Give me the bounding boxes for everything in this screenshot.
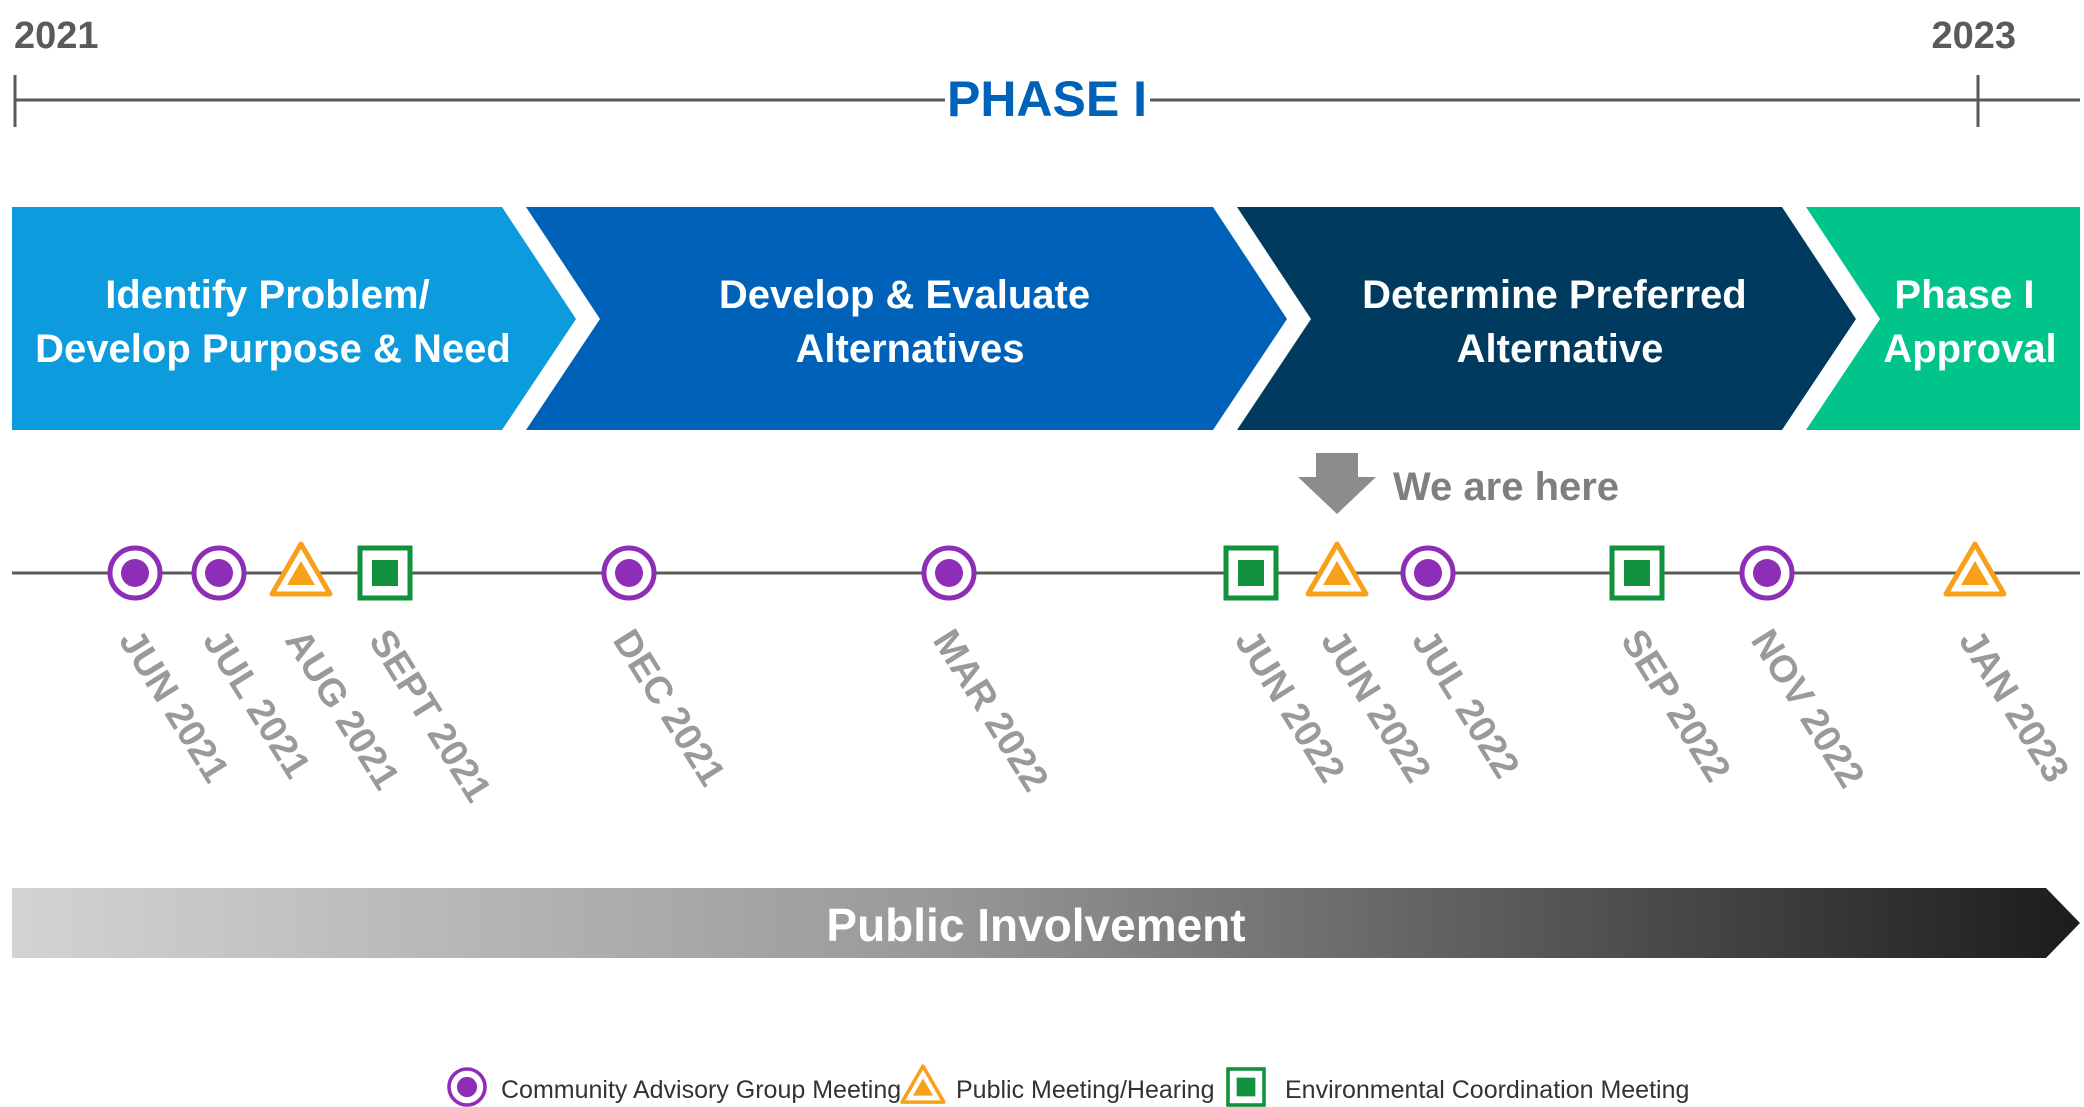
- legend-label: Community Advisory Group Meeting: [501, 1076, 901, 1104]
- community-advisory-icon: [107, 545, 163, 601]
- stage-label: Determine Preferred Alternative: [1362, 273, 1758, 371]
- legend-item: Public Meeting/Hearing: [900, 1064, 1214, 1104]
- phase-title: PHASE I: [947, 71, 1147, 127]
- stage-chevron: [1237, 207, 1856, 430]
- community-advisory-icon: [191, 545, 247, 601]
- you-are-here-marker: We are here: [1298, 453, 1619, 514]
- stage-chevron: [12, 207, 576, 430]
- public-meeting-icon: [269, 541, 333, 597]
- legend: Community Advisory Group Meeting Public M…: [447, 1064, 1689, 1107]
- legend-item: Community Advisory Group Meeting: [447, 1067, 901, 1107]
- milestone: JAN 2023: [1943, 541, 2077, 790]
- community-advisory-icon: [447, 1067, 487, 1107]
- milestone: DEC 2021: [601, 545, 733, 794]
- community-advisory-icon: [601, 545, 657, 601]
- public-involvement-arrow: [12, 888, 2080, 958]
- public-involvement-label: Public Involvement: [826, 899, 1245, 951]
- you-are-here-label: We are here: [1393, 465, 1619, 509]
- community-advisory-icon: [1400, 545, 1456, 601]
- stage-chevron: [1806, 207, 2080, 430]
- public-involvement-bar: Public Involvement: [12, 888, 2080, 958]
- milestone: NOV 2022: [1739, 545, 1872, 796]
- community-advisory-icon: [1739, 545, 1795, 601]
- stage-label: Phase I Approval: [1883, 273, 2056, 371]
- milestone-date-label: NOV 2022: [1742, 623, 1872, 796]
- legend-label: Public Meeting/Hearing: [956, 1076, 1214, 1104]
- milestone: MAR 2022: [921, 545, 1056, 799]
- stage-chevron: [526, 207, 1287, 430]
- year-rule: 2021 2023 PHASE I: [13, 15, 2080, 127]
- stage-phase-approval: Phase I Approval: [1806, 207, 2080, 430]
- milestone: SEP 2022: [1609, 545, 1738, 790]
- stage-identify-problem: Identify Problem/ Develop Purpose & Need: [12, 207, 576, 430]
- environmental-coordination-icon: [1226, 1067, 1266, 1107]
- milestone-date-label: MAR 2022: [924, 623, 1056, 799]
- down-arrow-icon: [1298, 453, 1376, 514]
- environmental-coordination-icon: [1609, 545, 1665, 601]
- public-meeting-icon: [1943, 541, 2007, 597]
- end-year-label: 2023: [1931, 15, 2016, 57]
- public-meeting-icon: [1305, 541, 1369, 597]
- stage-label: Develop & Evaluate Alternatives: [719, 273, 1101, 371]
- stage-band: Identify Problem/ Develop Purpose & Need…: [12, 207, 2080, 430]
- milestone-date-label: DEC 2021: [604, 623, 733, 794]
- public-meeting-icon: [900, 1064, 946, 1104]
- stage-label: Identify Problem/ Develop Purpose & Need: [35, 273, 511, 371]
- stage-develop-alternatives: Develop & Evaluate Alternatives: [526, 207, 1287, 430]
- legend-label: Environmental Coordination Meeting: [1285, 1076, 1689, 1104]
- legend-item: Environmental Coordination Meeting: [1226, 1067, 1689, 1107]
- milestone-date-label: SEP 2022: [1612, 623, 1738, 790]
- environmental-coordination-icon: [357, 545, 413, 601]
- start-year-label: 2021: [14, 15, 99, 57]
- milestone-date-label: JAN 2023: [1950, 623, 2076, 790]
- environmental-coordination-icon: [1223, 545, 1279, 601]
- stage-preferred-alternative: Determine Preferred Alternative: [1237, 207, 1856, 430]
- community-advisory-icon: [921, 545, 977, 601]
